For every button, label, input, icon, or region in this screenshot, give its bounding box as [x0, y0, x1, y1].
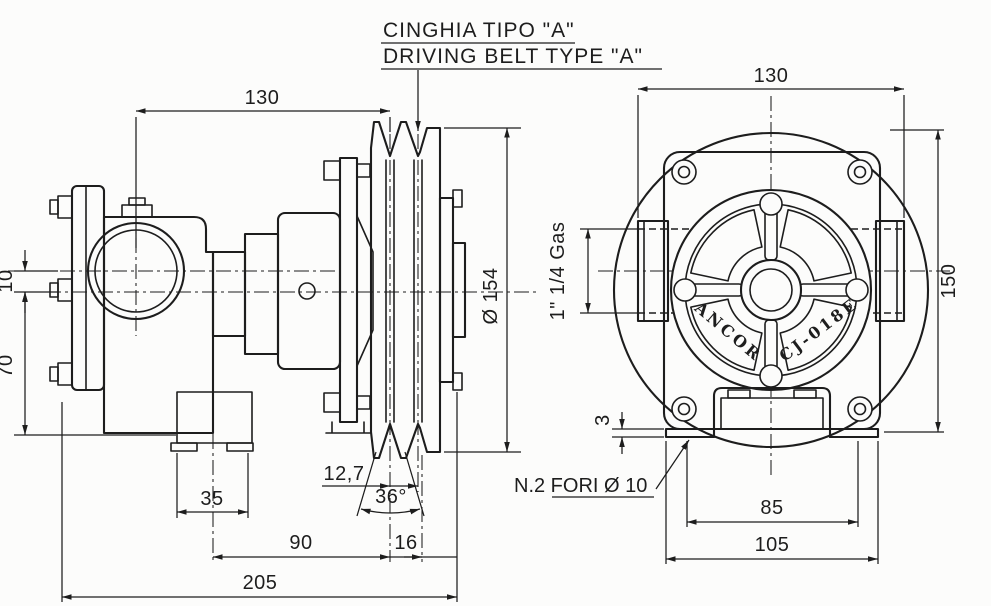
outlet-port — [170, 391, 254, 452]
pump-casing — [86, 197, 215, 435]
dim-foot-hole-spacing-label: 85 — [760, 497, 783, 519]
flange-bolt — [49, 278, 73, 302]
dim-outlet-width-label: 35 — [200, 488, 223, 510]
dim-foot-hole-spacing: 85 — [686, 441, 859, 527]
side-port-right — [840, 219, 906, 323]
dim-port-offset: 10 — [0, 250, 58, 313]
dim-groove-to-end-label: 16 — [394, 532, 417, 554]
dim-base-thickness: 3 — [592, 412, 664, 454]
dim-outlet-to-groove: 90 — [213, 532, 390, 560]
dim-pulley-diameter-label: Ø 154 — [480, 268, 502, 325]
dim-front-130: 130 — [637, 65, 905, 218]
dim-groove-pitch-label: 12,7 — [324, 463, 365, 485]
plate-bolt-top — [323, 160, 371, 181]
dim-outlet-width: 35 — [176, 453, 249, 518]
grease-hole — [298, 282, 316, 300]
belt-title-english: DRIVING BELT TYPE "A" — [383, 45, 643, 68]
cover-hub — [739, 258, 803, 322]
dim-base-thickness-label: 3 — [592, 414, 614, 426]
top-bolt — [121, 197, 153, 218]
front-view: ANCOR CJ-018E — [598, 96, 950, 478]
flange-bolt — [49, 195, 73, 219]
dim-side-130: 130 — [135, 87, 391, 248]
dim-groove-angle-label: 36° — [375, 486, 407, 508]
dim-pulley-diameter: Ø 154 — [444, 127, 521, 453]
side-view — [8, 120, 540, 562]
foot-flanges — [664, 427, 880, 439]
suction-flange — [49, 184, 106, 392]
corner-bolt — [847, 159, 873, 185]
dim-overall-length-label: 205 — [243, 572, 278, 594]
dim-port-offset-label: 10 — [0, 269, 17, 292]
side-port-left — [636, 219, 700, 323]
bearing-housing — [211, 211, 342, 371]
mounting-plate — [323, 156, 374, 434]
dim-groove-to-end: 16 — [390, 532, 457, 560]
pulley-outline-circle — [612, 131, 930, 449]
foot-bracket — [664, 386, 880, 439]
plate-bolt-bottom — [323, 392, 371, 413]
dim-overall-length: 205 — [61, 392, 458, 602]
dim-foot-width: 105 — [665, 441, 879, 564]
corner-bolt — [671, 396, 697, 422]
note-mounting-holes-label: N.2 FORI Ø 10 — [514, 475, 647, 497]
flange-bolt — [49, 362, 73, 386]
dim-axis-to-base-label: 70 — [0, 354, 17, 377]
holes-leader-line — [655, 439, 690, 490]
front-flange — [662, 150, 882, 431]
dim-foot-width-label: 105 — [755, 534, 790, 556]
dim-front-130-label: 130 — [754, 65, 789, 87]
pulley — [369, 120, 467, 460]
dimension-annotations: CINGHIA TIPO "A" DRIVING BELT TYPE "A" 1… — [0, 19, 960, 602]
dim-side-130-label: 130 — [245, 87, 280, 109]
cover-screws — [673, 192, 869, 388]
note-mounting-holes: N.2 FORI Ø 10 — [514, 439, 690, 498]
dim-overall-height: 150 — [884, 129, 960, 433]
dim-groove-angle: 36° — [356, 451, 425, 517]
dim-outlet-to-groove-label: 90 — [289, 532, 312, 554]
corner-bolt — [847, 396, 873, 422]
dim-port-thread-label: 1" 1/4 Gas — [547, 222, 569, 321]
belt-title-italian: CINGHIA TIPO "A" — [383, 19, 575, 42]
dim-groove-pitch: 12,7 — [322, 463, 418, 489]
dim-port-thread: 1" 1/4 Gas — [547, 222, 638, 321]
flange-corner-bolts — [671, 159, 873, 422]
pulley-hub — [438, 189, 467, 391]
corner-bolt — [671, 159, 697, 185]
dim-overall-height-label: 150 — [938, 264, 960, 299]
dim-axis-to-base: 70 — [0, 292, 176, 436]
cover-face-wedges — [690, 209, 852, 371]
side-centerlines — [8, 134, 540, 562]
pump-cover: ANCOR CJ-018E — [669, 188, 873, 392]
